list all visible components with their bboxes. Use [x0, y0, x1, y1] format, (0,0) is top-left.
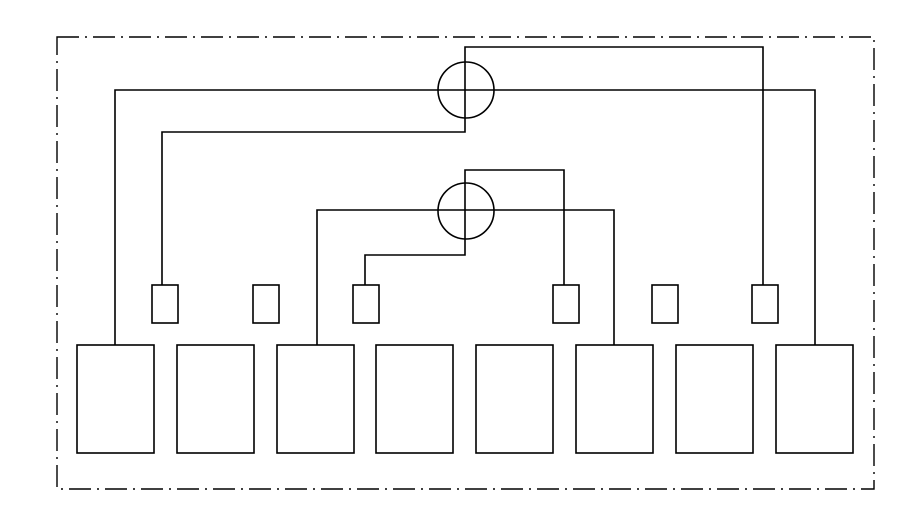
- module-7: [675, 344, 754, 454]
- crossing-node-top: [437, 61, 495, 119]
- modules: [76, 344, 854, 454]
- module-1: [76, 344, 155, 454]
- terminal-3: [352, 284, 380, 324]
- dash-dot-boundary: [56, 36, 875, 490]
- terminal-5: [651, 284, 679, 324]
- module-5: [475, 344, 554, 454]
- terminal-2: [252, 284, 280, 324]
- module-3: [276, 344, 355, 454]
- module-2: [176, 344, 255, 454]
- terminals: [151, 284, 779, 324]
- wires: [114, 46, 816, 345]
- module-4: [375, 344, 454, 454]
- crossings: [437, 61, 495, 240]
- terminal-1: [151, 284, 179, 324]
- wire-top-vertical: [161, 46, 764, 285]
- terminal-6: [751, 284, 779, 324]
- terminal-4: [552, 284, 580, 324]
- module-6: [575, 344, 654, 454]
- module-8: [775, 344, 854, 454]
- wire-bottom-vertical: [364, 169, 565, 285]
- crossing-node-bottom: [437, 182, 495, 240]
